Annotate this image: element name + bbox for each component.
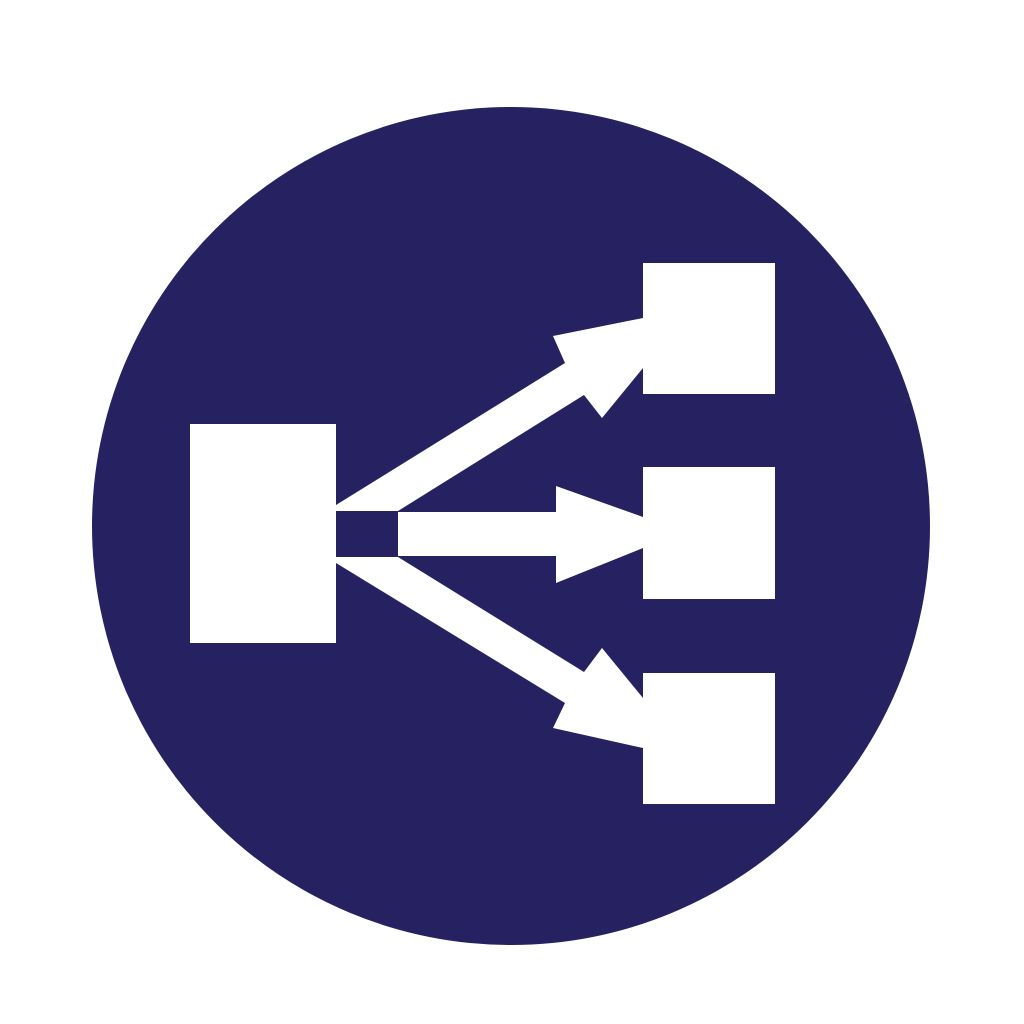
target-node-bottom <box>643 673 775 804</box>
arrow-to-top-node <box>336 318 643 511</box>
source-node <box>190 424 336 643</box>
arrow-to-bottom-node <box>336 557 643 748</box>
target-node-middle <box>643 467 775 599</box>
target-node-top <box>643 263 775 394</box>
arrow-to-middle-node <box>398 486 643 583</box>
